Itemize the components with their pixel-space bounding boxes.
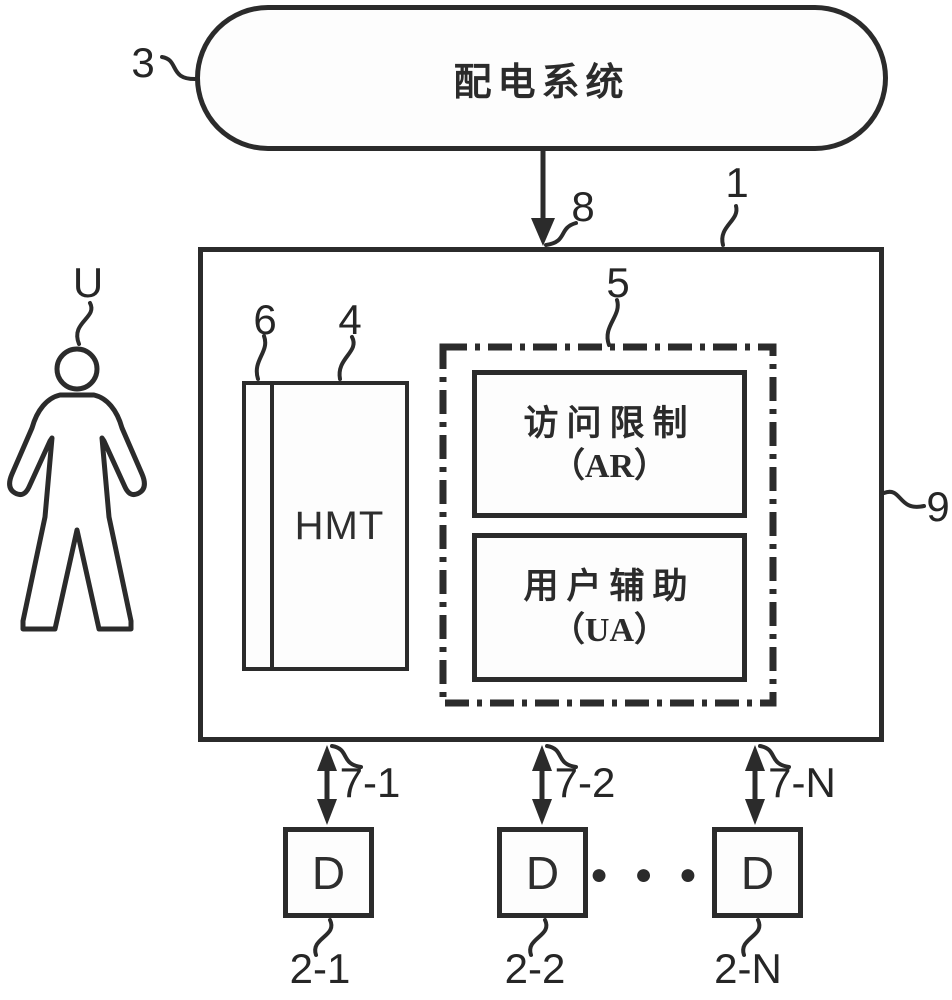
devices-ellipsis: ● ● ● [589, 858, 707, 891]
access-restriction-title: 访问限制 [523, 403, 696, 443]
distribution-system-node: 配电系统 [195, 5, 888, 151]
user-assistance-abbr: （UA） [550, 611, 669, 649]
link-arrow-7-1 [317, 745, 337, 825]
hmt-label: HMT [294, 503, 385, 548]
ref-6: 6 [253, 296, 277, 343]
leader-U [75, 301, 94, 346]
ref-8: 8 [571, 183, 595, 230]
supply-arrow [531, 150, 555, 246]
device-box-2: D [497, 827, 588, 918]
ref-7-1: 7-1 [339, 759, 401, 806]
user-figure-head [54, 346, 100, 392]
ref-2-2: 2-2 [504, 945, 566, 992]
device-3-label: D [740, 846, 775, 899]
ref-4: 4 [338, 296, 362, 343]
hmt-strip-divider [270, 385, 274, 667]
access-restriction-abbr: （AR） [550, 448, 669, 486]
leader-1 [720, 204, 739, 247]
access-restriction-box: 访问限制 （AR） [472, 370, 747, 518]
ref-7-2: 7-2 [554, 759, 616, 806]
link-arrow-7-N [745, 745, 765, 825]
ref-3: 3 [131, 39, 155, 86]
main-system-box [198, 247, 884, 742]
hmt-box: HMT [242, 381, 409, 671]
user-assistance-title: 用户辅助 [523, 567, 696, 607]
device-box-1: D [283, 827, 374, 918]
user-assistance-box: 用户辅助 （UA） [472, 533, 747, 682]
ref-U: U [72, 259, 104, 306]
ref-5: 5 [606, 259, 630, 306]
ref-2-N: 2-N [714, 945, 782, 992]
ref-1: 1 [725, 159, 749, 206]
device-1-label: D [311, 846, 346, 899]
user-figure [7, 346, 147, 632]
device-box-3: D [712, 827, 803, 918]
distribution-system-label: 配电系统 [453, 61, 630, 104]
leader-3 [160, 55, 199, 82]
ref-9: 9 [926, 483, 950, 530]
link-arrow-7-2 [532, 745, 552, 825]
leader-9 [882, 489, 926, 509]
ref-2-1: 2-1 [289, 945, 351, 992]
device-2-label: D [525, 846, 560, 899]
ref-7-N: 7-N [768, 759, 836, 806]
user-figure-body [7, 392, 147, 632]
